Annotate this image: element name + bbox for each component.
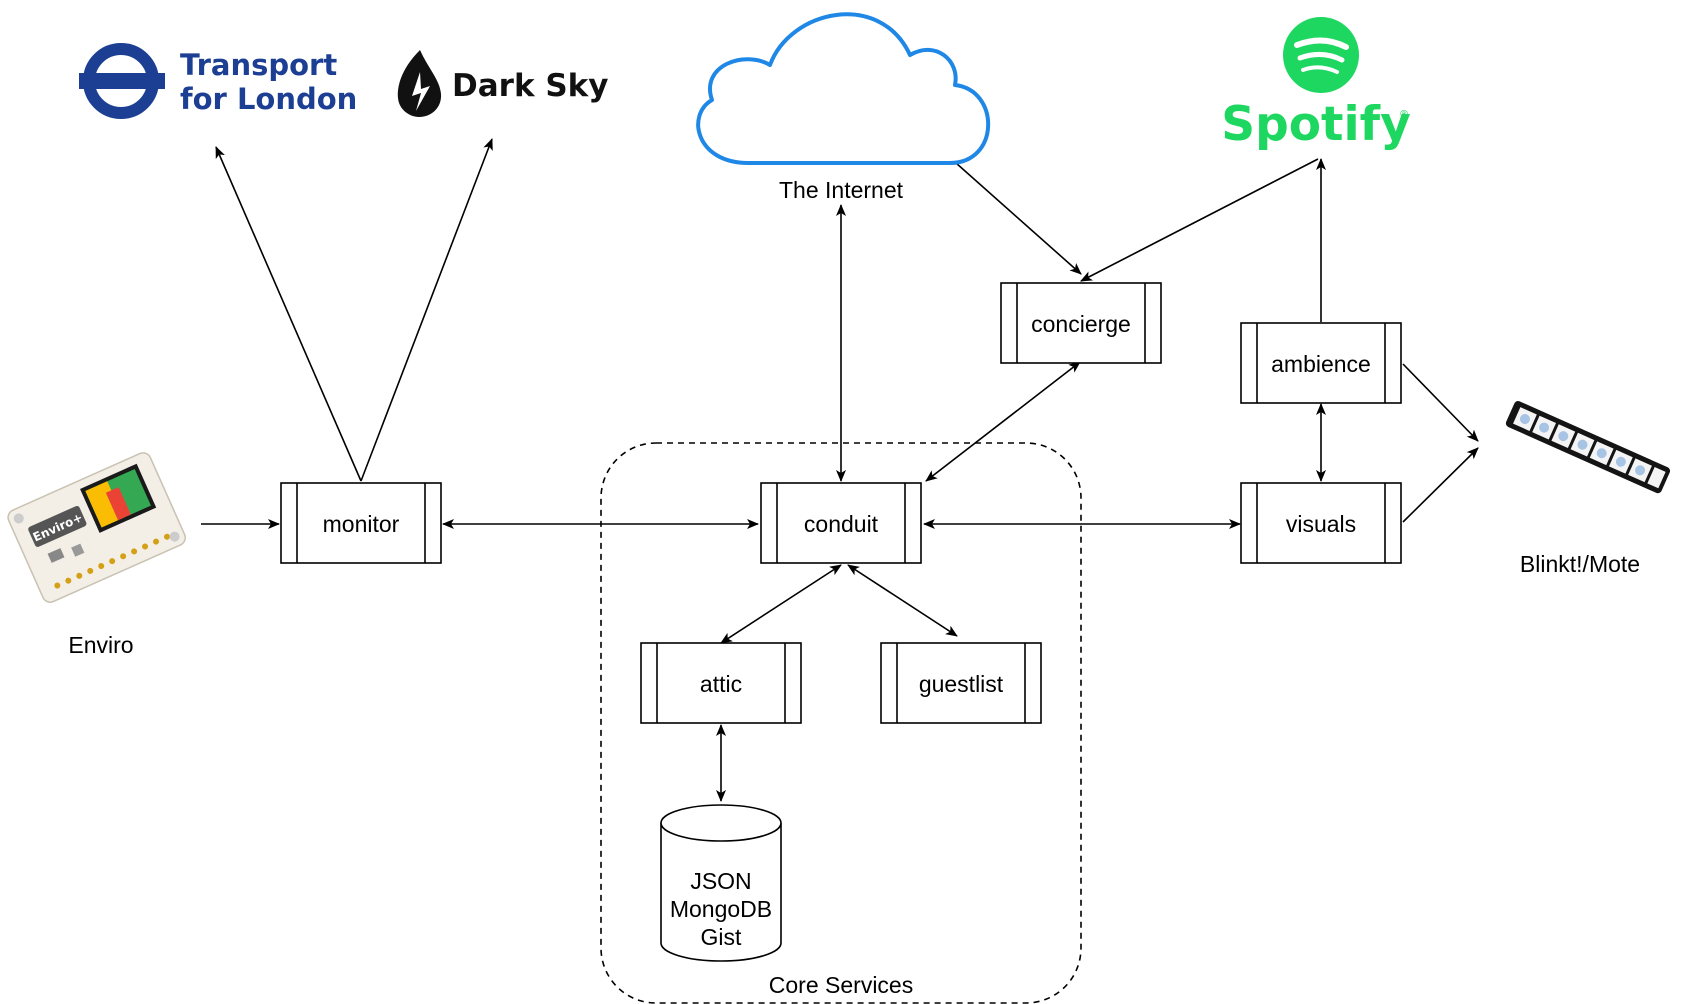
spotify-logo-text: Spotify xyxy=(1221,97,1410,152)
attic-label: attic xyxy=(700,671,742,697)
enviro-label: Enviro xyxy=(68,632,133,658)
edge-visuals-to-blinkt xyxy=(1402,447,1479,523)
spotify-icon xyxy=(1283,17,1359,93)
tfl-logo-text: Transport for London xyxy=(180,48,357,116)
storage-label-mongodb: MongoDB xyxy=(670,896,772,922)
edge-concierge-conduit xyxy=(925,361,1081,482)
edge-internet-to-concierge xyxy=(955,162,1082,275)
connectors xyxy=(201,138,1479,802)
registered-mark: ® xyxy=(1399,109,1409,120)
edge-spotify-to-concierge xyxy=(1080,158,1319,282)
service-visuals[interactable]: visuals xyxy=(1240,482,1402,564)
internet-cloud: The Internet xyxy=(696,12,991,203)
blinkt-led-strip-image xyxy=(1505,401,1671,494)
cloud-icon xyxy=(696,12,991,165)
storage-label-json: JSON xyxy=(690,868,751,894)
enviro-board-image: Enviro+ xyxy=(7,452,187,603)
concierge-label: concierge xyxy=(1031,311,1131,337)
service-concierge[interactable]: concierge xyxy=(1000,282,1162,364)
blinkt-device: Blinkt!/Mote xyxy=(1505,401,1671,577)
edge-conduit-attic xyxy=(720,564,842,644)
conduit-label: conduit xyxy=(804,511,879,537)
core-services-group xyxy=(600,442,1082,1004)
edge-monitor-to-tfl xyxy=(215,146,362,482)
monitor-label: monitor xyxy=(323,511,400,537)
service-monitor[interactable]: monitor xyxy=(280,482,442,564)
darksky-logo-text: Dark Sky xyxy=(452,68,609,104)
edge-conduit-guestlist xyxy=(847,564,958,637)
edge-monitor-to-darksky xyxy=(360,138,493,482)
service-guestlist[interactable]: guestlist xyxy=(880,642,1042,724)
visuals-label: visuals xyxy=(1286,511,1356,537)
service-ambience[interactable]: ambience xyxy=(1240,322,1402,404)
ambience-label: ambience xyxy=(1271,351,1371,377)
darksky-logo: Dark Sky xyxy=(397,50,609,117)
core-services-label: Core Services xyxy=(769,972,913,998)
spotify-logo: Spotify ® xyxy=(1221,17,1411,152)
guestlist-label: guestlist xyxy=(919,671,1004,697)
edge-ambience-to-blinkt xyxy=(1402,363,1479,442)
storage-label-gist: Gist xyxy=(701,924,743,950)
enviro-device: Enviro+ Enviro xyxy=(7,452,187,658)
service-attic[interactable]: attic xyxy=(640,642,802,724)
tfl-logo: Transport for London xyxy=(79,43,357,119)
service-conduit[interactable]: conduit xyxy=(760,482,922,564)
blinkt-label: Blinkt!/Mote xyxy=(1520,551,1640,577)
internet-label: The Internet xyxy=(779,177,904,203)
storage-database[interactable]: JSON MongoDB Gist xyxy=(660,804,782,962)
